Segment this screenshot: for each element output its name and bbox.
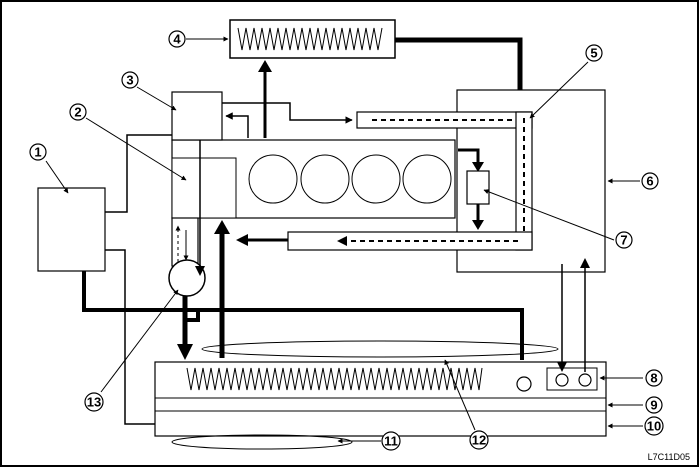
callout-9: 9 [650, 398, 657, 413]
callout-circle-9 [645, 396, 663, 414]
cylinder [300, 154, 350, 204]
cooler-supply-arrowhead [557, 362, 567, 372]
callout-circle-1 [29, 143, 47, 161]
leader-3 [136, 86, 177, 111]
callout-3: 3 [126, 73, 133, 88]
thermostat-inlet-line [458, 148, 480, 164]
callouts: 1 2 3 4 5 6 7 8 9 10 11 12 13 [29, 30, 664, 451]
heater-core-fins [237, 27, 383, 51]
callout-circle-13 [84, 392, 104, 412]
expansion-tank [37, 187, 106, 272]
pump-to-radiator-arrowhead [177, 344, 193, 360]
radiator-outlet-hose [82, 270, 524, 360]
cylinders [248, 154, 452, 204]
callout-circle-10 [644, 416, 664, 436]
callout-7: 7 [620, 233, 627, 248]
callout-2: 2 [74, 105, 81, 120]
callout-10: 10 [647, 419, 661, 434]
pump-outlet-branch [183, 310, 200, 322]
callout-circle-3 [121, 71, 139, 89]
callout-11: 11 [384, 434, 398, 449]
cylinder [351, 154, 401, 204]
callout-circle-2 [69, 103, 87, 121]
callout-circle-11 [381, 431, 401, 451]
callout-circle-7 [615, 231, 633, 249]
tank-upper-line [105, 134, 172, 213]
leader-5 [529, 61, 589, 119]
leader-12 [444, 359, 476, 431]
pump-channel [171, 217, 199, 267]
pump-inlet-arrowhead [195, 266, 205, 276]
callout-4: 4 [173, 32, 181, 47]
engine-block-front-section [171, 157, 237, 219]
cooler-fitting [555, 373, 569, 387]
cooler-return-arrowhead [580, 258, 590, 268]
lower-radiator-zone [171, 434, 353, 450]
callout-6: 6 [646, 174, 653, 189]
thermostat-outlet-arrowhead [472, 220, 484, 230]
callout-12: 12 [472, 433, 486, 448]
callout-8: 8 [650, 371, 657, 386]
cylinder [248, 154, 298, 204]
bypass-return-line [225, 112, 249, 138]
leader-2 [85, 117, 187, 181]
heater-inlet-arrowhead [258, 60, 272, 72]
housing-to-upper-passage-line [222, 102, 353, 124]
callout-5: 5 [590, 46, 597, 61]
leader-1 [45, 160, 69, 194]
cooler-fitting [578, 373, 592, 387]
thermostat [466, 170, 490, 205]
callout-circle-8 [645, 369, 663, 387]
callout-leaders [45, 36, 643, 444]
callout-circle-6 [641, 172, 659, 190]
callout-circle-5 [585, 44, 603, 62]
callout-circle-4 [168, 30, 186, 48]
heater-outlet-hose [395, 37, 523, 100]
radiator-drain-plug [516, 376, 532, 392]
pump-to-block-arrowhead [214, 220, 230, 234]
leader-7 [483, 189, 615, 241]
reference-code: L7C11D05 [648, 452, 690, 462]
radiator-airflow-zone [201, 340, 559, 358]
leader-13 [100, 289, 179, 393]
heater-core [229, 19, 396, 59]
thermostat-inlet-arrowhead [472, 162, 484, 172]
return-to-block-arrowhead [236, 234, 248, 246]
callout-circle-12 [469, 430, 489, 450]
thermostat-housing [171, 91, 223, 141]
radiator [154, 361, 607, 437]
callout-1: 1 [34, 145, 41, 160]
callout-13: 13 [87, 395, 101, 410]
radiator-fins [186, 367, 483, 391]
cylinder [402, 154, 452, 204]
